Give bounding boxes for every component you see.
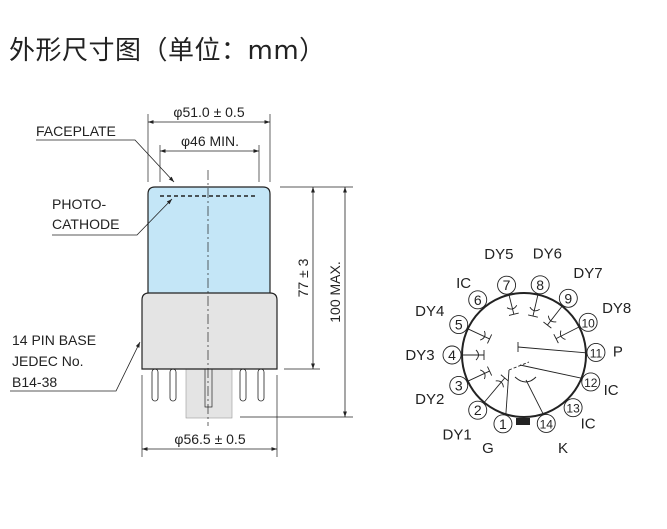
pin-label: K <box>558 440 568 457</box>
pin-circle <box>558 288 578 308</box>
dynode-lead <box>483 377 506 403</box>
pin-label: G <box>482 440 494 457</box>
dynode-lead <box>532 294 539 317</box>
dynode-symbol <box>495 380 504 388</box>
pin-label: IC <box>581 416 596 433</box>
pin-label: DY3 <box>405 347 434 364</box>
pin-number: 5 <box>455 317 463 333</box>
dynode-symbol <box>487 366 493 376</box>
base-label-2: JEDEC No. <box>12 353 84 369</box>
cathode-lead <box>525 379 544 415</box>
pin-label: IC <box>456 275 471 292</box>
pin-label: DY8 <box>602 300 631 317</box>
dynode-lead <box>547 305 563 326</box>
body-length-dim: 77 ± 3 <box>295 258 311 297</box>
faceplate-label: FACEPLATE <box>36 123 116 139</box>
pin-label: DY1 <box>443 427 472 444</box>
pin-circle <box>468 400 488 420</box>
pin-circle <box>497 275 517 295</box>
dynode-symbol <box>480 369 486 380</box>
photocathode-label-2: CATHODE <box>52 216 119 232</box>
faceplate-body <box>147 186 271 293</box>
pin-circle <box>449 315 469 335</box>
pin-label: DY4 <box>415 303 444 320</box>
pin-label: IC <box>604 382 619 399</box>
pin-circle <box>468 290 488 310</box>
cathode-diameter-dim: φ46 MIN. <box>181 133 239 149</box>
pin-circle <box>563 398 583 418</box>
pin-circle <box>536 414 556 433</box>
pin-circle <box>586 343 606 362</box>
dynode-symbol <box>506 305 518 310</box>
grid-lead <box>505 369 510 415</box>
pin-circle <box>449 375 469 395</box>
pin-number: 6 <box>474 292 482 308</box>
outer-diameter-dim: φ51.0 ± 0.5 <box>173 104 244 120</box>
dynode-symbol <box>508 312 519 316</box>
pin-label: DY6 <box>533 246 562 263</box>
dynode-lead <box>467 370 490 382</box>
base-body <box>141 292 278 370</box>
pin-circle <box>581 372 601 392</box>
dynode-symbol <box>543 321 552 329</box>
pin-number: 14 <box>540 417 554 431</box>
pin-number: 13 <box>566 402 580 416</box>
pin-number: 3 <box>455 377 463 393</box>
ic-lead <box>519 364 582 379</box>
pin-number: 1 <box>499 416 507 432</box>
pin-circle <box>493 414 513 434</box>
pin-label: DY5 <box>484 246 513 263</box>
photocathode-label-1: PHOTO- <box>52 196 107 212</box>
pin-number: 9 <box>564 290 572 306</box>
page-title: 外形尺寸图（单位：mm） <box>9 36 326 66</box>
dynode-symbol <box>487 334 493 344</box>
dynode-symbol <box>559 330 566 340</box>
pin-circle <box>442 345 462 365</box>
pin-label: P <box>613 344 623 361</box>
anode-lead <box>517 346 587 354</box>
dynode-symbol <box>500 374 509 382</box>
dynode-symbol <box>553 333 559 344</box>
dynode-lead <box>508 294 515 315</box>
pin-number: 7 <box>503 277 511 293</box>
pin-number: 12 <box>584 376 598 390</box>
dynode-symbol <box>475 349 479 361</box>
pin-number: 4 <box>448 347 456 363</box>
pin-label: DY2 <box>415 391 444 408</box>
pin-label: DY7 <box>573 265 602 282</box>
total-length-dim: 100 MAX. <box>327 261 343 322</box>
pin-number: 2 <box>474 402 482 418</box>
pin-circle <box>578 312 598 332</box>
dynode-symbol <box>547 315 557 323</box>
base-diameter-dim: φ56.5 ± 0.5 <box>174 431 245 447</box>
dynode-lead <box>467 328 490 340</box>
grid-symbol <box>508 361 530 371</box>
dynode-symbol <box>529 306 540 312</box>
base-label-3: B14-38 <box>12 374 57 390</box>
dynode-symbol <box>480 330 486 341</box>
pin-circle <box>530 275 550 295</box>
pin-number: 8 <box>536 277 544 293</box>
dynode-lead <box>555 326 580 340</box>
dynode-symbol <box>528 314 538 318</box>
base-key-mark <box>516 418 530 425</box>
base-label-1: 14 PIN BASE <box>12 332 96 348</box>
cathode-symbol <box>514 376 537 383</box>
pin-number: 10 <box>581 316 595 330</box>
pin-number: 11 <box>590 346 603 360</box>
